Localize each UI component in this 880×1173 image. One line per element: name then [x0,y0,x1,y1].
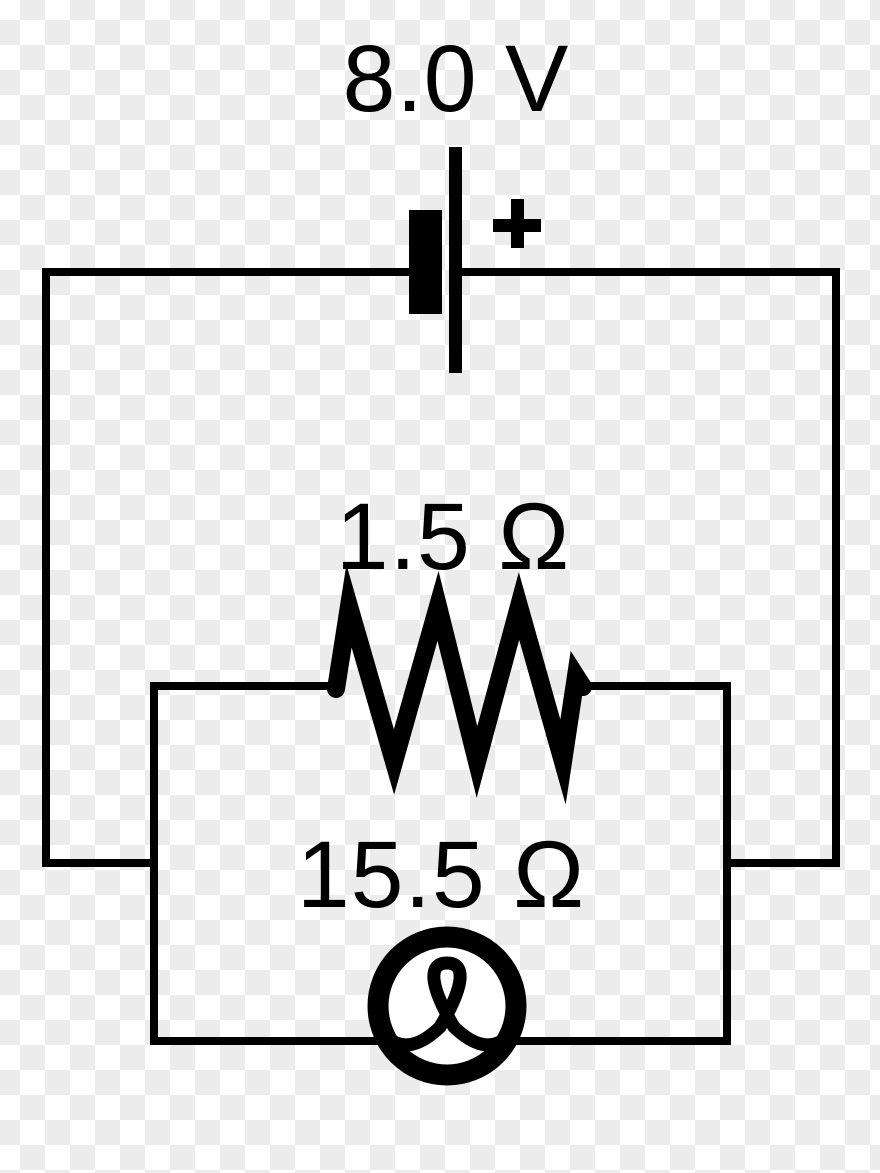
battery-negative-plate-icon [409,210,442,314]
resistor-valley-nub [386,754,402,770]
wire-outer-left [42,268,412,867]
resistor-valley-nub [555,754,571,770]
wire-outer-right [461,268,840,867]
resistor-symbol [327,564,592,805]
lamp-resistance-label: 15.5 Ω [297,822,585,928]
resistor-valley-nub [469,754,485,770]
resistor-zigzag-icon [327,564,592,805]
plus-icon [493,199,541,248]
resistor-value-label: 1.5 Ω [336,484,570,590]
lamp-symbol [367,926,527,1086]
resistor-peak-nub [341,598,357,614]
battery-symbol [409,147,541,373]
outer-loop-wire [42,268,840,867]
battery-voltage-label: 8.0 V [343,26,570,132]
resistor-peak-nub [430,598,446,614]
battery-positive-plate-icon [449,147,462,373]
lamp-filament-icon [381,956,513,1052]
resistor-peak-nub [511,598,527,614]
